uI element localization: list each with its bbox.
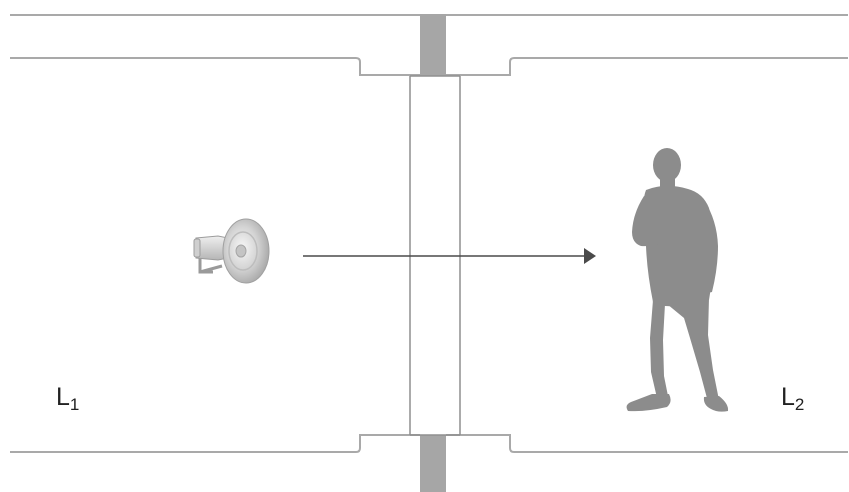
receiving-room-label-main: L <box>781 383 795 411</box>
standing-person-icon <box>626 148 729 412</box>
wall-section-bottom <box>420 435 446 492</box>
wall-section-top <box>420 14 446 76</box>
receiving-room-label: L2 <box>781 383 804 414</box>
source-room-label-main: L <box>56 383 70 411</box>
source-room-label-sub: 1 <box>69 395 80 414</box>
receiving-room-label-sub: 2 <box>794 395 805 414</box>
loudspeaker-horn-icon <box>193 218 270 284</box>
arrow-right-icon <box>303 248 596 264</box>
ceiling-slab <box>10 14 848 76</box>
source-room-label: L1 <box>56 383 79 414</box>
floor-slab <box>10 434 848 453</box>
